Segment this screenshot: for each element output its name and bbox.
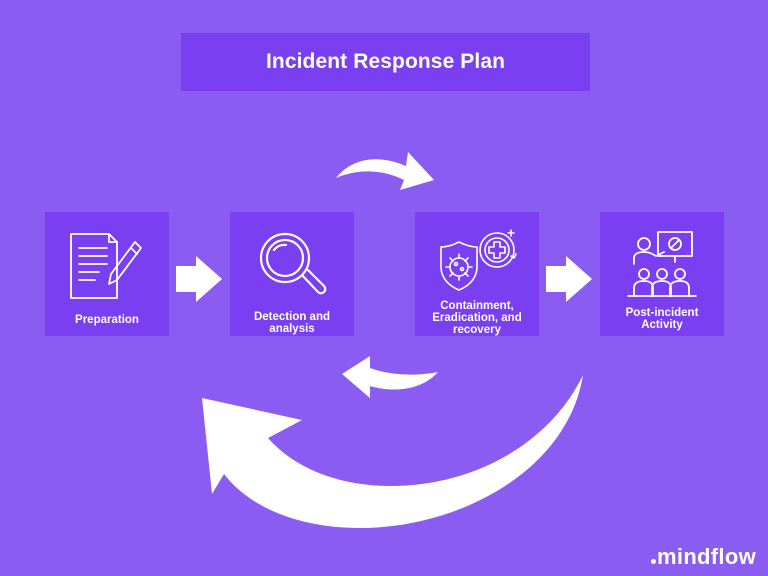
step-containment: Containment, Eradication, and recovery bbox=[415, 212, 539, 336]
diagram-title: Incident Response Plan bbox=[265, 50, 506, 73]
magnifier-icon bbox=[259, 232, 327, 295]
curved-forward-arrow-icon bbox=[336, 152, 434, 190]
right-arrow-icon bbox=[176, 256, 222, 302]
step-label: Post-incident Activity bbox=[625, 307, 699, 331]
loop-back-arrow-icon bbox=[202, 375, 583, 528]
presentation-meeting-icon bbox=[627, 231, 697, 297]
document-pen-icon bbox=[70, 233, 142, 299]
step-label: Preparation bbox=[75, 314, 139, 326]
title-box: Incident Response Plan bbox=[181, 33, 590, 91]
step-label: Containment, Eradication, and recovery bbox=[432, 300, 522, 336]
step-label: Detection and analysis bbox=[253, 311, 331, 335]
brand-name: mindflow bbox=[657, 544, 756, 569]
curved-back-arrow-icon bbox=[342, 356, 438, 398]
logo-dot-icon bbox=[651, 559, 657, 564]
step-post-incident: Post-incident Activity bbox=[600, 212, 724, 336]
step-detection: Detection and analysis bbox=[230, 212, 354, 336]
brand-logo: mindflow bbox=[651, 544, 756, 570]
shield-virus-icon bbox=[440, 229, 517, 291]
step-preparation: Preparation bbox=[45, 212, 169, 336]
right-arrow-icon bbox=[546, 256, 592, 302]
